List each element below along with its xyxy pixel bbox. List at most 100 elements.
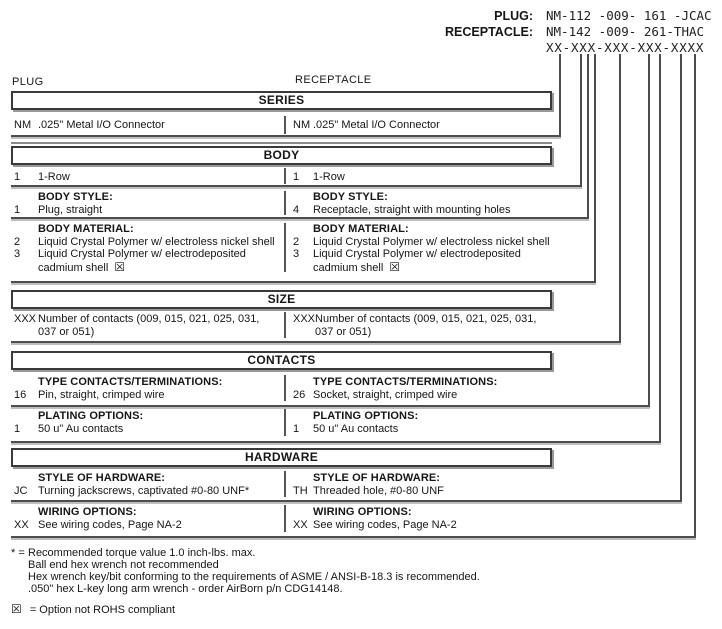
column-divider	[284, 312, 286, 338]
column-divider	[284, 191, 286, 215]
contacts-section-header: CONTACTS	[11, 351, 552, 370]
connector-line-body-material	[594, 54, 596, 283]
section-separator	[11, 142, 552, 144]
not-rohs-flag-icon: ☒	[114, 259, 126, 274]
body-material-option3-receptacle: 3 Liquid Crystal Polymer w/ electrodepos…	[293, 248, 521, 274]
row-divider-contact-type	[11, 405, 650, 407]
option-code: XX	[293, 519, 308, 531]
row-divider-body-material	[11, 281, 596, 283]
not-rohs-flag-icon: ☒	[389, 259, 401, 274]
body-material-label-plug: BODY MATERIAL:	[38, 223, 134, 235]
option-code: 1	[14, 423, 21, 435]
not-rohs-flag-icon: ☒	[11, 602, 22, 616]
option-code: 1	[293, 423, 300, 435]
option-code: 2	[14, 236, 21, 248]
option-desc: Receptacle, straight with mounting holes	[313, 204, 511, 216]
row-divider-body-style	[11, 217, 589, 219]
option-desc: Number of contacts (009, 015, 021, 025, …	[315, 313, 537, 338]
receptacle-part-number-value: NM-142 -009- 261-THAC	[546, 24, 705, 39]
plating-row-receptacle: 1 50 u" Au contacts	[293, 423, 398, 436]
plating-label-plug: PLATING OPTIONS:	[38, 410, 144, 422]
option-code: JC	[14, 485, 28, 497]
option-desc: Turning jackscrews, captivated #0-80 UNF…	[38, 485, 250, 497]
option-desc: 1-Row	[38, 171, 70, 183]
body-material-label-receptacle: BODY MATERIAL:	[313, 223, 409, 235]
hardware-style-plug: JC Turning jackscrews, captivated #0-80 …	[14, 485, 249, 498]
column-divider	[284, 116, 286, 134]
column-divider	[284, 168, 286, 184]
option-code: 2	[293, 236, 300, 248]
option-desc: See wiring codes, Page NA-2	[38, 519, 182, 531]
option-code: 1	[293, 171, 300, 183]
contact-type-plug: 16 Pin, straight, crimped wire	[14, 389, 165, 402]
plug-part-number-label: PLUG:	[494, 9, 533, 23]
option-desc: Pin, straight, crimped wire	[38, 389, 165, 401]
hardware-style-label-plug: STYLE OF HARDWARE:	[38, 472, 166, 484]
option-code: 1	[14, 204, 21, 216]
column-divider	[284, 223, 286, 272]
contact-type-label-plug: TYPE CONTACTS/TERMINATIONS:	[38, 376, 223, 388]
contact-type-receptacle: 26 Socket, straight, crimped wire	[293, 389, 457, 402]
body-material-option3-plug: 3 Liquid Crystal Polymer w/ electrodepos…	[14, 248, 246, 274]
option-code: 26	[293, 389, 306, 401]
wiring-row-plug: XX See wiring codes, Page NA-2	[14, 519, 182, 532]
series-row-plug: NM .025" Metal I/O Connector	[14, 119, 165, 132]
footnote-lkey: .050" hex L-key long arm wrench - order …	[28, 583, 343, 595]
body-style-plug: 1 Plug, straight	[14, 204, 102, 217]
connector-line-series	[559, 54, 561, 137]
body-style-label-plug: BODY STYLE:	[38, 191, 113, 203]
option-desc: Plug, straight	[38, 204, 103, 216]
option-code: 4	[293, 204, 300, 216]
connector-line-hardware-style	[680, 54, 682, 502]
row-divider-plating	[11, 441, 661, 443]
option-code: XX	[14, 519, 29, 531]
body-style-label-receptacle: BODY STYLE:	[313, 191, 388, 203]
column-divider	[284, 505, 286, 532]
option-code: 3	[293, 248, 300, 260]
hardware-style-label-receptacle: STYLE OF HARDWARE:	[313, 472, 441, 484]
size-row-receptacle: XXX Number of contacts (009, 015, 021, 0…	[293, 313, 536, 338]
hardware-style-receptacle: TH Threaded hole, #0-80 UNF	[293, 485, 444, 498]
row-count-receptacle: 1 1-Row	[293, 171, 345, 184]
plating-label-receptacle: PLATING OPTIONS:	[313, 410, 419, 422]
column-divider	[284, 471, 286, 497]
connector-line-plating	[659, 54, 661, 443]
option-code: TH	[293, 485, 308, 497]
option-code: XXX	[14, 313, 37, 325]
series-section-header: SERIES	[11, 91, 552, 110]
option-desc: Socket, straight, crimped wire	[313, 389, 458, 401]
series-row-receptacle: NM .025" Metal I/O Connector	[293, 119, 440, 132]
option-desc: .025" Metal I/O Connector	[38, 119, 165, 131]
option-desc: 50 u" Au contacts	[313, 423, 399, 435]
connector-line-contact-type	[648, 54, 650, 407]
option-code: 16	[14, 389, 27, 401]
plug-column-header: PLUG	[12, 76, 44, 88]
connector-line-wiring	[694, 54, 696, 538]
option-desc: .025" Metal I/O Connector	[313, 119, 440, 131]
column-divider	[284, 409, 286, 436]
option-desc: Liquid Crystal Polymer w/ electroless ni…	[313, 236, 550, 248]
hardware-section-header: HARDWARE	[11, 448, 552, 467]
wiring-row-receptacle: XX See wiring codes, Page NA-2	[293, 519, 457, 532]
option-code: 3	[14, 248, 21, 260]
asterisk-marker: * =	[11, 547, 25, 559]
plating-row-plug: 1 50 u" Au contacts	[14, 423, 123, 436]
rohs-footnote-text: = Option not ROHS compliant	[29, 604, 176, 616]
row-count-plug: 1 1-Row	[14, 171, 70, 184]
option-desc: 50 u" Au contacts	[38, 423, 124, 435]
option-code: 1	[14, 171, 21, 183]
wiring-label-plug: WIRING OPTIONS:	[38, 506, 137, 518]
option-code: NM	[14, 119, 32, 131]
connector-line-row-count	[580, 54, 582, 187]
column-divider	[284, 375, 286, 401]
footnote-torque: * = Recommended torque value 1.0 inch-lb…	[11, 547, 256, 559]
connector-line-size	[619, 54, 621, 343]
size-row-plug: XXX Number of contacts (009, 015, 021, 0…	[14, 313, 259, 338]
part-number-code-template: XX-XXX-XXX-XXX-XXXX	[546, 40, 705, 55]
option-desc: Liquid Crystal Polymer w/ electroless ni…	[38, 236, 275, 248]
option-desc: Liquid Crystal Polymer w/ electrodeposit…	[38, 248, 246, 274]
body-material-option2-receptacle: 2 Liquid Crystal Polymer w/ electroless …	[293, 236, 550, 249]
option-code: NM	[293, 119, 311, 131]
row-divider-series	[11, 135, 561, 137]
row-divider-wiring	[11, 536, 696, 538]
